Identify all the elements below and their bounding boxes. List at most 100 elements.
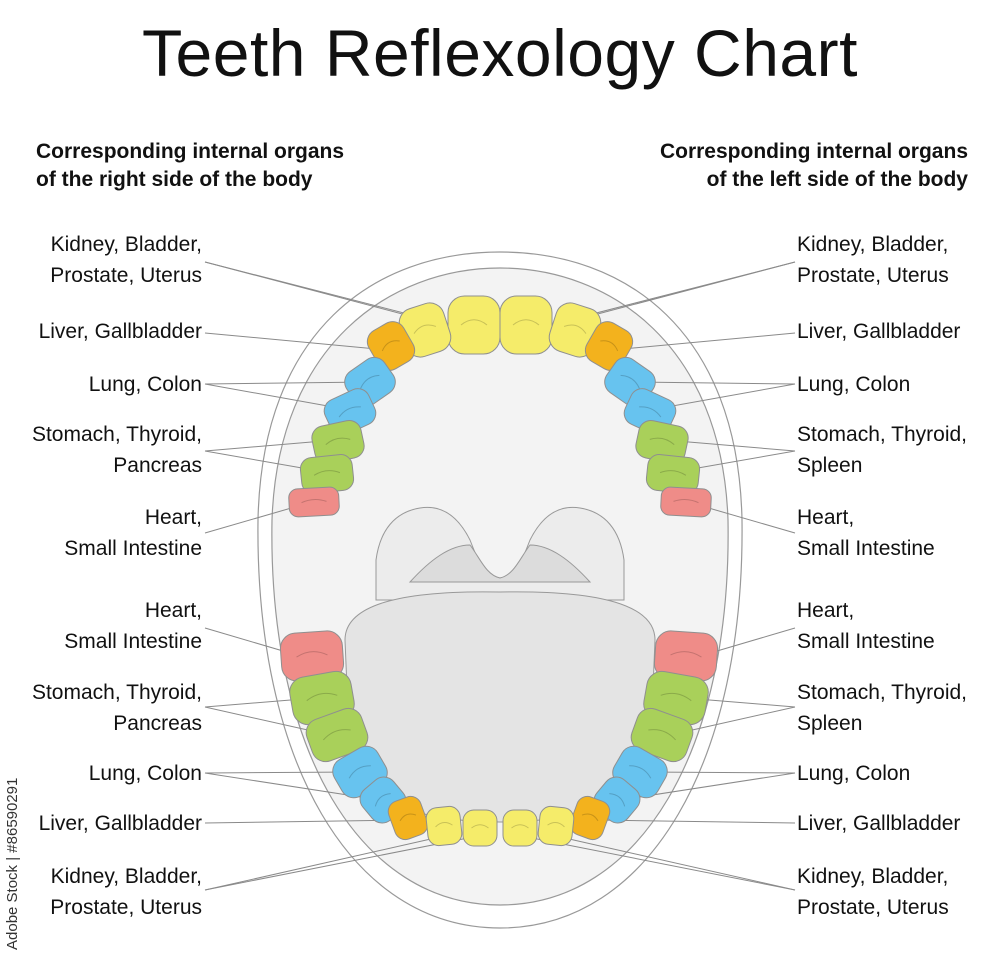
label-line: Stomach, Thyroid, bbox=[31, 681, 202, 704]
tooth-cusp bbox=[629, 765, 652, 779]
tooth-cusp bbox=[413, 324, 437, 334]
label-line: Lung, Colon bbox=[797, 762, 911, 785]
tooth-cusp bbox=[659, 470, 687, 476]
label-line: Stomach, Thyroid, bbox=[797, 681, 968, 704]
label-line: Heart, bbox=[797, 506, 855, 529]
soft-palate bbox=[408, 544, 592, 583]
tooth-liver bbox=[569, 795, 611, 841]
label-line: Small Intestine bbox=[797, 537, 935, 560]
label-upper-left-stomach: Stomach, Thyroid, Pancreas bbox=[32, 419, 202, 481]
tooth-cusp bbox=[609, 793, 626, 807]
label-upper-left-heart: Heart, Small Intestine bbox=[64, 502, 202, 564]
tooth-kidney bbox=[425, 805, 463, 847]
leader-line bbox=[629, 381, 796, 385]
label-upper-left-lung: Lung, Colon bbox=[89, 369, 202, 400]
tooth-cusp bbox=[547, 822, 565, 828]
tooth-cusp bbox=[399, 813, 417, 822]
tooth-cusp bbox=[338, 406, 361, 418]
label-upper-right-heart: Heart, Small Intestine bbox=[797, 502, 935, 564]
tooth-liver bbox=[387, 795, 429, 841]
tooth-cusp bbox=[639, 406, 662, 418]
label-line: Prostate, Uterus bbox=[50, 264, 202, 287]
tooth-cusp bbox=[648, 729, 677, 741]
tooth-cusp bbox=[670, 651, 702, 658]
label-line: Liver, Gallbladder bbox=[38, 320, 202, 343]
label-line: Heart, bbox=[144, 506, 202, 529]
label-lower-right-stomach: Stomach, Thyroid, Spleen bbox=[797, 677, 967, 739]
label-line: Stomach, Thyroid, bbox=[797, 423, 968, 446]
label-line: Prostate, Uterus bbox=[797, 264, 949, 287]
label-lower-left-liver: Liver, Gallbladder bbox=[39, 808, 202, 839]
label-line: Kidney, Bladder, bbox=[797, 233, 949, 256]
tooth-cusp bbox=[600, 340, 619, 352]
label-upper-right-lung: Lung, Colon bbox=[797, 369, 910, 400]
right-side-heading: Corresponding internal organs of the rig… bbox=[36, 138, 344, 194]
label-upper-left-kidney: Kidney, Bladder, Prostate, Uterus bbox=[50, 229, 202, 291]
tooth-cusp bbox=[374, 793, 391, 807]
tooth-cusp bbox=[471, 824, 489, 829]
tooth-cusp bbox=[322, 729, 351, 741]
label-lower-left-heart: Heart, Small Intestine bbox=[64, 595, 202, 657]
tooth-kidney bbox=[462, 809, 498, 847]
label-line: Lung, Colon bbox=[88, 762, 202, 785]
tooth-heart bbox=[288, 486, 340, 518]
label-upper-left-liver: Liver, Gallbladder bbox=[39, 316, 202, 347]
label-line: Prostate, Uterus bbox=[797, 896, 949, 919]
label-line: Pancreas bbox=[113, 454, 202, 477]
tooth-cusp bbox=[620, 374, 640, 389]
tooth-stomach bbox=[305, 707, 369, 763]
leader-line bbox=[593, 819, 796, 824]
tooth-cusp bbox=[581, 813, 599, 822]
tooth-cusp bbox=[360, 374, 380, 389]
left-side-heading: Corresponding internal organs of the lef… bbox=[660, 138, 968, 194]
tooth-heart bbox=[660, 486, 712, 518]
label-line: Prostate, Uterus bbox=[50, 896, 202, 919]
tooth-cusp bbox=[511, 824, 529, 829]
tooth-cusp bbox=[649, 437, 675, 445]
label-line: Stomach, Thyroid, bbox=[31, 423, 202, 446]
label-line: Spleen bbox=[797, 454, 863, 477]
label-lower-left-kidney: Kidney, Bladder, Prostate, Uterus bbox=[50, 861, 202, 923]
tooth-cusp bbox=[673, 498, 699, 504]
label-lower-right-kidney: Kidney, Bladder, Prostate, Uterus bbox=[797, 861, 949, 923]
label-line: Small Intestine bbox=[64, 630, 202, 653]
tooth-cusp bbox=[296, 651, 328, 658]
label-line: Spleen bbox=[797, 712, 863, 735]
tooth-cusp bbox=[301, 498, 327, 504]
tooth-kidney bbox=[502, 809, 538, 847]
leader-line bbox=[204, 332, 389, 351]
label-line: Pancreas bbox=[113, 712, 202, 735]
leader-line bbox=[555, 835, 796, 891]
left-side-heading-line-1: Corresponding internal organs bbox=[659, 140, 968, 163]
leader-line bbox=[204, 835, 479, 891]
leader-line bbox=[204, 819, 407, 824]
tooth-cusp bbox=[563, 324, 587, 334]
leader-line bbox=[521, 835, 796, 891]
label-line: Liver, Gallbladder bbox=[797, 320, 961, 343]
tooth-cusp bbox=[348, 765, 371, 779]
teeth bbox=[279, 295, 719, 847]
tooth-cusp bbox=[435, 822, 453, 828]
tooth-kidney bbox=[499, 295, 553, 355]
label-lower-right-lung: Lung, Colon bbox=[797, 758, 910, 789]
label-lower-right-heart: Heart, Small Intestine bbox=[797, 595, 935, 657]
label-line: Kidney, Bladder, bbox=[50, 233, 202, 256]
tooth-kidney bbox=[447, 295, 501, 355]
leader-line bbox=[204, 381, 371, 385]
label-line: Small Intestine bbox=[797, 630, 935, 653]
tooth-cusp bbox=[325, 437, 351, 445]
chart-title: Teeth Reflexology Chart bbox=[142, 16, 858, 90]
label-upper-right-stomach: Stomach, Thyroid, Spleen bbox=[797, 419, 967, 481]
tooth-cusp bbox=[512, 319, 540, 326]
label-lower-right-liver: Liver, Gallbladder bbox=[797, 808, 960, 839]
label-lower-left-lung: Lung, Colon bbox=[89, 758, 202, 789]
tooth-cusp bbox=[381, 340, 400, 352]
tooth-cusp bbox=[460, 319, 488, 326]
label-line: Lung, Colon bbox=[797, 373, 911, 396]
label-line: Lung, Colon bbox=[88, 373, 202, 396]
label-upper-right-liver: Liver, Gallbladder bbox=[797, 316, 960, 347]
label-line: Kidney, Bladder, bbox=[50, 865, 202, 888]
label-line: Liver, Gallbladder bbox=[38, 812, 202, 835]
label-line: Heart, bbox=[797, 599, 855, 622]
